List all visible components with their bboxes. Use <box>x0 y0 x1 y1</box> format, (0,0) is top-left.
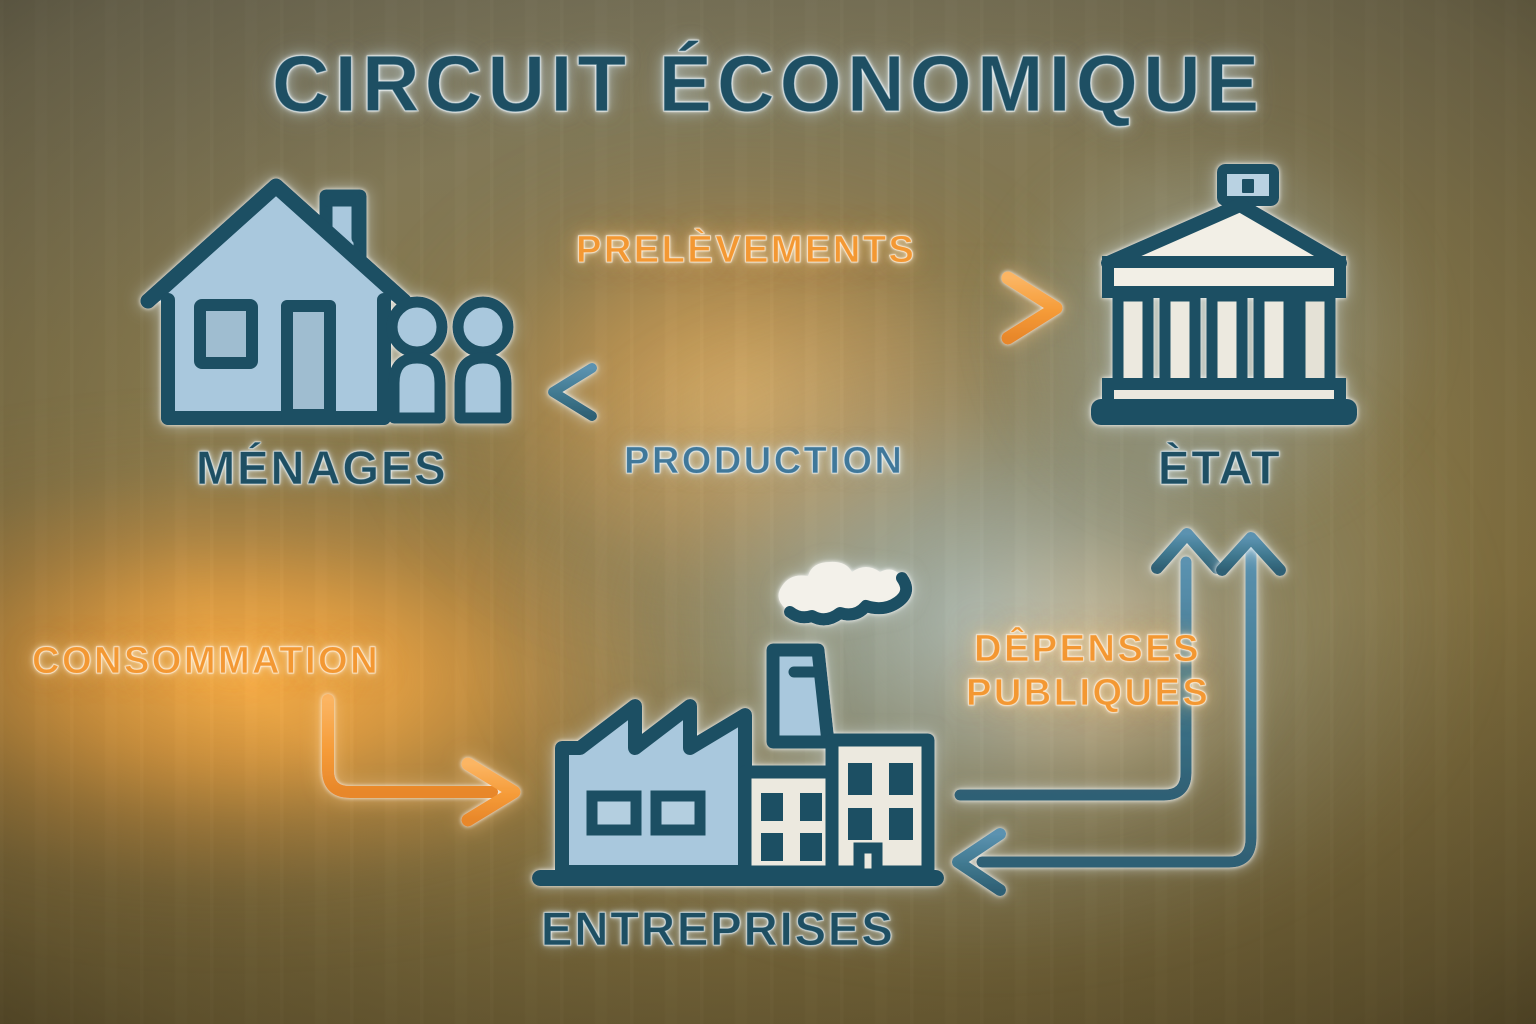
node-label-menages: MÉNAGES <box>196 441 448 495</box>
flow-label-depenses: DÊPENSES <box>974 628 1201 671</box>
flow-label-production: PRODUCTION <box>623 440 905 483</box>
flow-arrow-etat-riser-head <box>1216 532 1286 576</box>
house-with-people-icon <box>140 178 514 425</box>
node-label-etat: ÈTAT <box>1158 441 1282 495</box>
node-label-entreprises: ENTREPRISES <box>541 902 895 956</box>
flow-arrow-etat-to-entreprises <box>952 539 1257 896</box>
flow-arrow-consommation <box>322 534 521 827</box>
flow-arrow-entreprises-to-etat <box>954 528 1223 801</box>
government-building-icon <box>1091 164 1357 425</box>
flow-arrow-production <box>548 363 1065 421</box>
flow-arrow-prelevements <box>540 271 1063 345</box>
flow-label-publiques: PUBLIQUES <box>965 672 1211 715</box>
flow-label-consommation: CONSOMMATION <box>31 640 381 683</box>
page-title: CIRCUIT ÉCONOMIQUE <box>271 38 1265 128</box>
flow-label-prelevements: PRELÈVEMENTS <box>575 229 917 272</box>
factory-icon <box>532 561 944 886</box>
